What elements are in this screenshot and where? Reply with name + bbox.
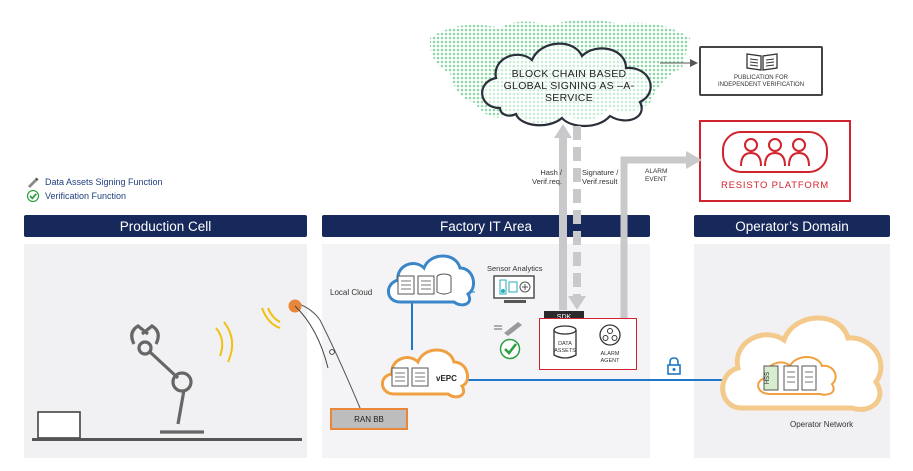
vepc-cloud xyxy=(381,348,470,399)
alarm-event-line-2: EVENT xyxy=(645,176,667,183)
alarm-agent-line-1: ALARM xyxy=(600,351,620,357)
asset-agent-box: DATA ASSETS ALARM AGENT xyxy=(539,318,637,370)
signing-pencil-icon xyxy=(494,322,522,336)
data-assets-line-1: DATA xyxy=(558,341,572,347)
production-cell-header: Production Cell xyxy=(24,215,307,237)
database-icon xyxy=(553,325,577,359)
resisto-platform-box: RESISTO PLATFORM xyxy=(699,120,851,202)
alarm-arrow xyxy=(620,156,690,318)
blockchain-cloud xyxy=(481,42,652,128)
data-assets-line-2: ASSETS xyxy=(554,347,576,354)
hss-label: HSS xyxy=(765,371,772,385)
publication-line-1: PUBLICATION FOR xyxy=(734,75,788,81)
resisto-label: RESISTO PLATFORM xyxy=(721,180,829,191)
legend-signing-label: Data Assets Signing Function xyxy=(45,177,163,187)
publication-line-2: INDEPENDENT VERIFICATION xyxy=(717,82,805,88)
sensor-analytics-label: Sensor Analytics xyxy=(487,264,543,273)
alarm-event-line-1: ALARM xyxy=(645,168,668,175)
alarm-agent-line-2: AGENT xyxy=(600,357,620,364)
operator-domain-header: Operator’s Domain xyxy=(694,215,890,237)
pencil-icon xyxy=(28,177,39,188)
signature-label-line-2: Verif.result xyxy=(582,177,618,186)
blockchain-label: BLOCK CHAIN BASED GLOBAL SIGNING AS –A- … xyxy=(494,68,644,104)
verify-check-icon xyxy=(499,338,521,360)
blockchain-line-3: SERVICE xyxy=(544,92,593,104)
flow-arrows xyxy=(554,124,702,318)
antenna-icon xyxy=(261,299,335,369)
sensor-analytics-icon xyxy=(493,275,535,303)
signature-arrow-head xyxy=(568,296,586,310)
people-icon xyxy=(722,131,828,173)
vepc-label: vEPC xyxy=(436,374,457,383)
signature-label: Signature / Verif.result xyxy=(582,168,618,186)
legend-signing: Data Assets Signing Function xyxy=(26,176,163,188)
alarm-arrow-head xyxy=(686,151,702,169)
hash-label-line-1: Hash / xyxy=(540,168,562,177)
checkmark-icon xyxy=(26,190,40,202)
alarm-event-label: ALARM EVENT xyxy=(645,168,667,184)
ran-bb-box: RAN BB xyxy=(330,408,408,430)
book-icon xyxy=(746,53,778,71)
alarm-agent-label: ALARM AGENT xyxy=(590,351,630,364)
blockchain-line-2: GLOBAL SIGNING AS –A- xyxy=(503,80,635,92)
hash-label-line-2: Verif.req. xyxy=(531,177,562,186)
data-assets-label: DATA ASSETS xyxy=(552,341,578,354)
publication-box: PUBLICATION FOR INDEPENDENT VERIFICATION xyxy=(699,46,823,96)
hash-label: Hash / Verif.req. xyxy=(522,168,562,186)
signature-label-line-1: Signature / xyxy=(582,168,619,177)
publication-label: PUBLICATION FOR INDEPENDENT VERIFICATION xyxy=(701,75,821,89)
local-cloud-label: Local Cloud xyxy=(330,288,373,297)
hash-arrow-head xyxy=(554,124,572,138)
hash-arrow-shaft xyxy=(559,136,567,310)
laptop-icon xyxy=(32,411,302,441)
legend-verification: Verification Function xyxy=(26,190,126,202)
robot-arm xyxy=(130,321,234,434)
blockchain-line-1: BLOCK CHAIN BASED xyxy=(511,68,627,80)
alarm-agent-icon xyxy=(599,324,621,346)
factory-it-header: Factory IT Area xyxy=(322,215,650,237)
operator-network-cloud xyxy=(720,315,884,412)
local-cloud xyxy=(387,254,476,307)
operator-network-label: Operator Network xyxy=(790,420,854,429)
lock-icon xyxy=(667,357,681,375)
legend-verification-label: Verification Function xyxy=(45,191,127,201)
publication-arrow xyxy=(660,59,698,67)
